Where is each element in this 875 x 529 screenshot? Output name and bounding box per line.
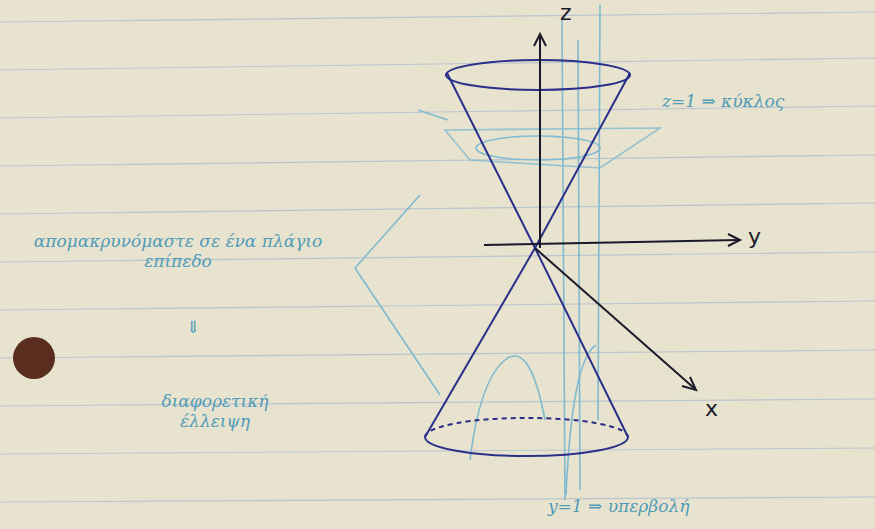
double-cone: [425, 60, 630, 456]
axis-label: y: [748, 224, 761, 249]
annotation-note: διαφορετική έλλειψη: [130, 392, 300, 431]
axis-label: x: [705, 396, 718, 421]
annotation-note: y=1 ⇒ υπερβολή: [548, 497, 689, 517]
annotation-note: απομακρυνόμαστε σε ένα πλάγιο επίπεδο: [8, 232, 348, 271]
pencil-sketch: [355, 5, 660, 500]
binder-hole: [13, 337, 55, 379]
ruled-lines: [0, 12, 875, 502]
axes: [484, 34, 740, 390]
annotation-note: z=1 ⇒ κύκλος: [662, 92, 784, 112]
annotation-arrow: ⇓: [186, 318, 200, 338]
axis-label: z: [560, 0, 572, 25]
